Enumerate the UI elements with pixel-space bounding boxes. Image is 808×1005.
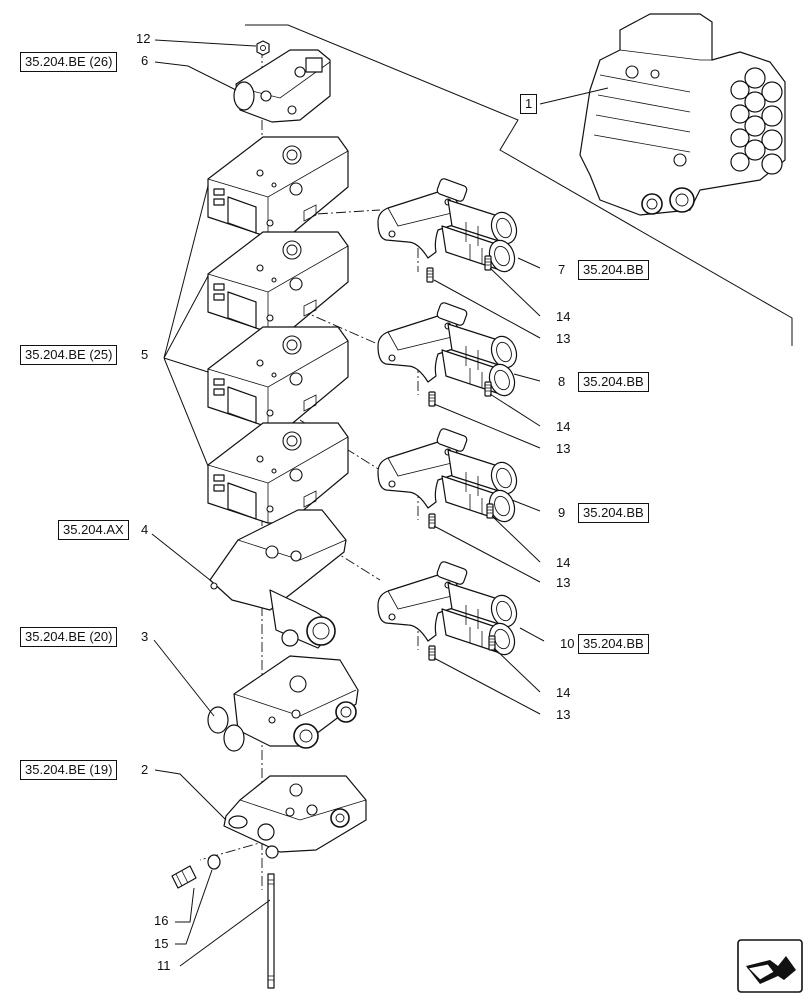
ref-be25[interactable]: 35.204.BE (25): [20, 345, 118, 365]
callout-10: 10: [560, 636, 575, 651]
assembly-illustration: [579, 13, 786, 216]
ref-be26[interactable]: 35.204.BE (26): [20, 52, 118, 72]
frame-line: [245, 24, 793, 346]
callout-5: 5: [141, 347, 149, 362]
ref-bb9[interactable]: 35.204.BB: [578, 503, 649, 523]
part-5-section-c: [207, 326, 349, 428]
callout-14-d: 14: [556, 685, 571, 700]
part-5-section-a: [207, 136, 349, 238]
ref-assembly[interactable]: 1: [520, 94, 538, 114]
part-16-plug: [171, 865, 197, 889]
part-5-section-b: [207, 231, 349, 333]
callout-14-c: 14: [556, 555, 571, 570]
part-11-tie-rod: [267, 873, 275, 989]
part-4-inlet-section: [209, 509, 347, 649]
callout-6: 6: [141, 53, 149, 68]
leader-assembly: [539, 87, 609, 105]
callout-13-d: 13: [556, 707, 571, 722]
callout-13-a: 13: [556, 331, 571, 346]
callout-9: 9: [558, 505, 566, 520]
ref-bb7[interactable]: 35.204.BB: [578, 260, 649, 280]
part-3-section: [207, 655, 359, 752]
ref-be20[interactable]: 35.204.BE (20): [20, 627, 118, 647]
part-7-coupler: [377, 177, 522, 276]
callout-3: 3: [141, 629, 149, 644]
callout-15: 15: [154, 936, 169, 951]
next-page-arrow-icon[interactable]: [737, 939, 803, 993]
callout-7: 7: [558, 262, 566, 277]
part-5-section-d: [207, 422, 349, 524]
part-10-coupler: [377, 560, 522, 659]
leader-lines: [151, 39, 545, 967]
ref-bb8[interactable]: 35.204.BB: [578, 372, 649, 392]
callout-4: 4: [141, 522, 149, 537]
callout-8: 8: [558, 374, 566, 389]
assembly-couplers: [730, 67, 783, 175]
part-13-bolt-a: [426, 267, 434, 283]
callout-16: 16: [154, 913, 169, 928]
part-12-nut: [256, 40, 270, 56]
ref-ax[interactable]: 35.204.AX: [58, 520, 129, 540]
callout-2: 2: [141, 762, 149, 777]
callout-12: 12: [136, 31, 151, 46]
callout-14-a: 14: [556, 309, 571, 324]
part-2-end-section: [223, 775, 367, 859]
ref-bb10[interactable]: 35.204.BB: [578, 634, 649, 654]
part-15-o-ring: [207, 854, 221, 870]
part-6-end-cover: [233, 49, 331, 123]
callout-13-b: 13: [556, 441, 571, 456]
ref-be19[interactable]: 35.204.BE (19): [20, 760, 118, 780]
part-9-coupler: [377, 427, 522, 526]
callout-11: 11: [157, 958, 171, 973]
callout-13-c: 13: [556, 575, 571, 590]
callout-14-b: 14: [556, 419, 571, 434]
